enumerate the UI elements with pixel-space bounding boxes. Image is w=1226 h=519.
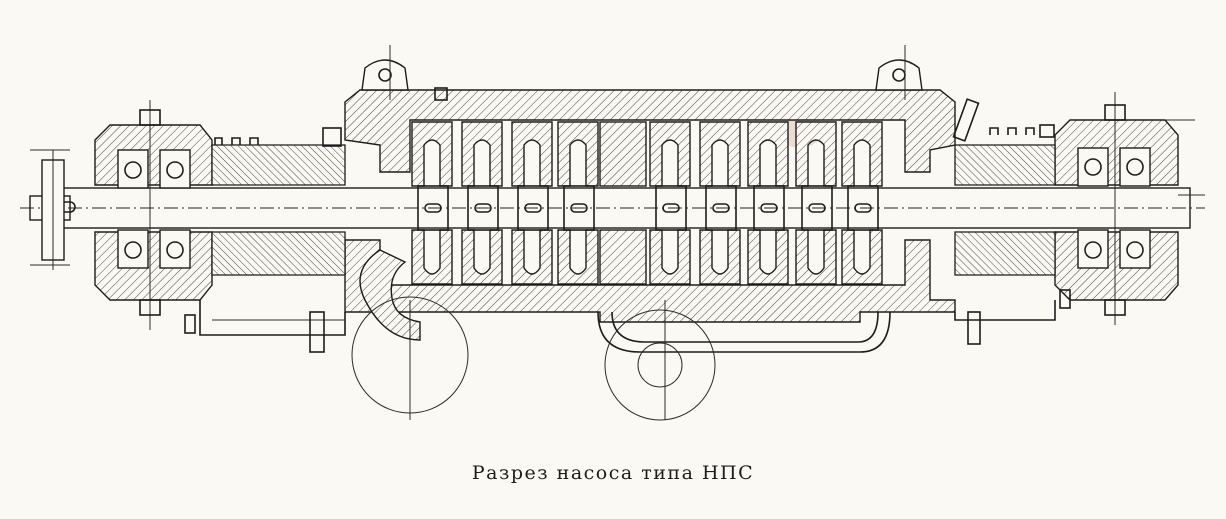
lifting-lug-right	[875, 59, 923, 91]
right-bearing-housing	[1054, 92, 1205, 325]
pump-shaft	[20, 187, 1205, 229]
impeller-stage	[411, 121, 453, 285]
impeller-stage	[461, 121, 503, 285]
center-crossover-block	[599, 121, 647, 187]
seal-housings	[199, 127, 1056, 336]
impeller-stage	[649, 121, 691, 285]
impeller-stage	[511, 121, 553, 285]
impeller-stage	[557, 121, 599, 285]
reference-lines	[30, 149, 666, 420]
impeller-stage	[747, 121, 789, 285]
pump-casing-lower	[344, 239, 956, 421]
figure-caption: Разрез насоса типа НПС	[471, 462, 755, 484]
impeller-stage	[841, 121, 883, 285]
center-crossover-block-lower	[599, 229, 647, 285]
impeller-stage	[699, 121, 741, 285]
impeller-stages	[411, 121, 883, 285]
pump-casing-upper	[344, 45, 956, 173]
lifting-lug-left	[361, 59, 409, 91]
left-bearing-housing	[41, 100, 213, 330]
impeller-stage	[795, 121, 837, 285]
studs-and-bolts	[184, 87, 1071, 353]
discharge-flange-outline	[604, 309, 716, 421]
